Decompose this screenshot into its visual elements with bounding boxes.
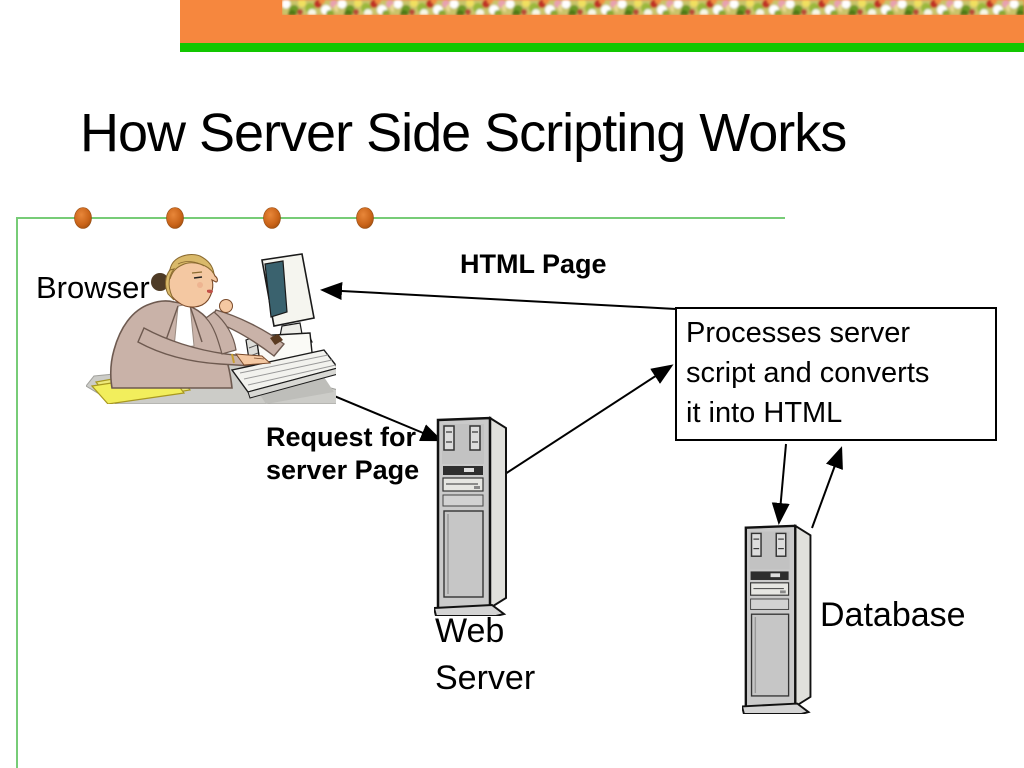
bullet-dot-icon <box>356 207 374 229</box>
processes-line1: Processes server <box>686 317 911 349</box>
bullet-dot-icon <box>263 207 281 229</box>
database-tower-icon <box>742 522 820 714</box>
top-banner <box>180 0 1024 43</box>
banner-green-stripe <box>180 43 1024 52</box>
processes-box: Processes server script and converts it … <box>675 307 997 441</box>
database-label: Database <box>820 596 966 634</box>
bullet-dot-icon <box>74 207 92 229</box>
processes-line3: it into HTML <box>686 397 843 429</box>
request-label: Request for server Page <box>266 421 419 487</box>
bullet-dots <box>74 207 374 229</box>
processes-line2: script and converts <box>686 357 930 389</box>
html-page-arrow <box>320 282 677 310</box>
html-page-label: HTML Page <box>460 249 607 279</box>
slide-title: How Server Side Scripting Works <box>80 103 847 163</box>
box-to-database-arrow <box>771 443 790 525</box>
web-server-label-line1: Web <box>435 612 505 650</box>
browser-label: Browser <box>36 270 150 305</box>
floral-strip-icon <box>282 0 1024 15</box>
woman-at-computer-icon <box>86 253 336 404</box>
request-label-line2: server Page <box>266 455 420 485</box>
database-to-box-arrow <box>811 446 843 529</box>
server-to-box-arrow <box>504 364 674 475</box>
web-server-label-line2: Server <box>435 659 536 697</box>
bullet-dot-icon <box>166 207 184 229</box>
request-label-line1: Request for <box>266 422 417 452</box>
web-server-tower-icon <box>434 414 516 616</box>
web-server-label: Web Server <box>435 608 535 702</box>
